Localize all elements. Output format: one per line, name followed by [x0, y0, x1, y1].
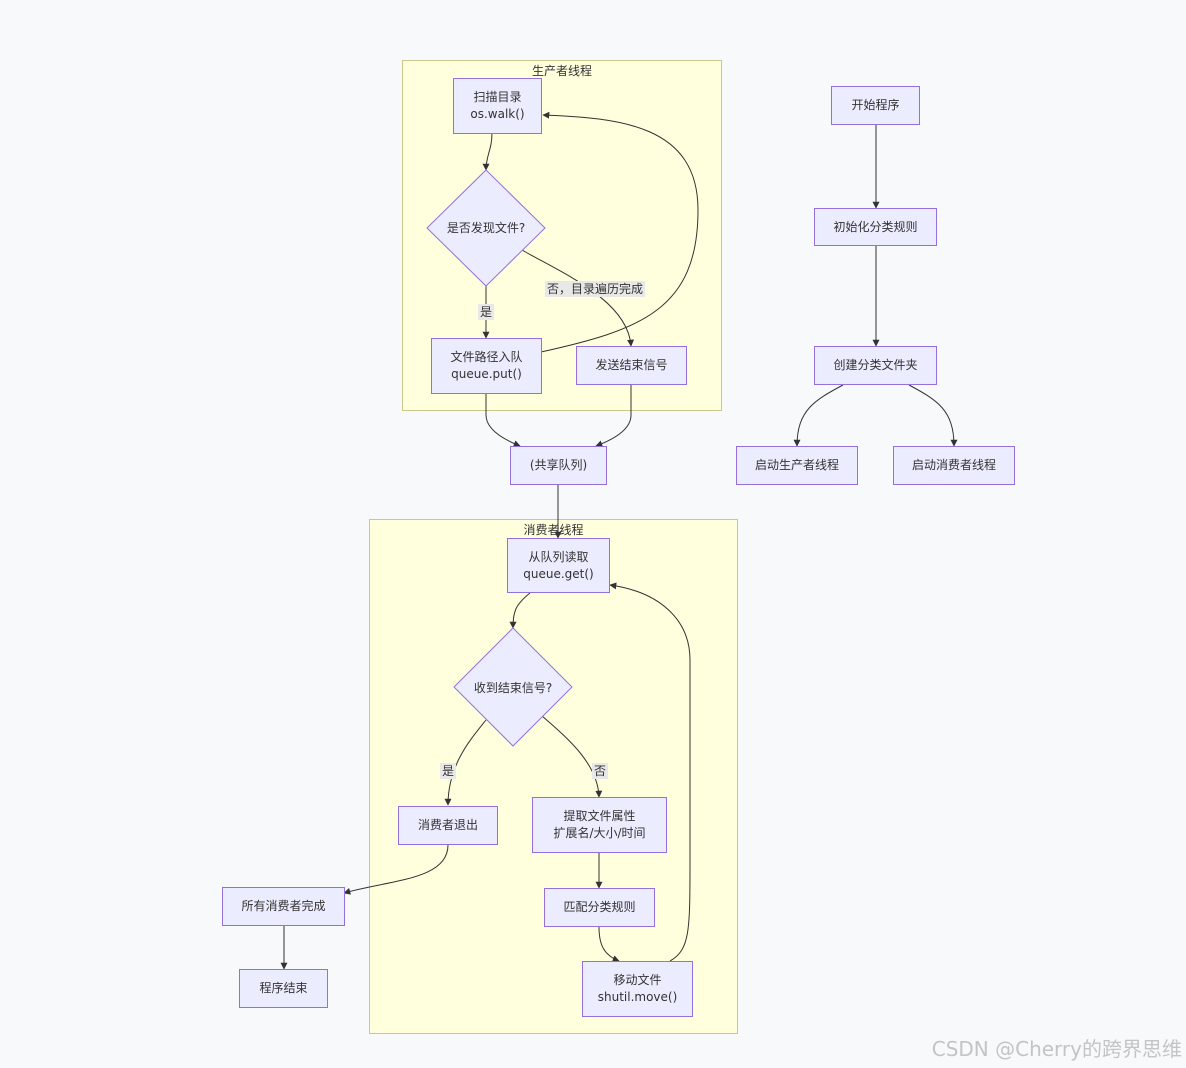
enqueue-line1: 文件路径入队: [450, 350, 523, 364]
all-done-label: 所有消费者完成: [241, 899, 326, 913]
scan-line2: os.walk(): [470, 107, 525, 121]
program-end-node: 程序结束: [239, 969, 328, 1008]
shared-queue-node: (共享队列): [510, 446, 607, 485]
producer-no-label: 否，目录遍历完成: [545, 281, 646, 297]
start-consumer-node: 启动消费者线程: [893, 446, 1015, 485]
match-rules-node: 匹配分类规则: [544, 888, 655, 927]
match-label: 匹配分类规则: [563, 900, 636, 914]
edge-enqueue-loop: [540, 111, 699, 353]
send-end-signal-node: 发送结束信号: [576, 346, 687, 385]
found-file-question: 是否发现文件?: [446, 221, 526, 235]
edge-read-check: [509, 592, 531, 629]
csdn-watermark: CSDN @Cherry的跨界思维: [931, 1037, 1182, 1061]
move-line1: 移动文件: [613, 973, 662, 987]
read-line1: 从队列读取: [528, 549, 589, 564]
consumer-yes-label: 是: [440, 763, 457, 779]
edge-check-yes: [444, 719, 487, 806]
producer-yes-label: 是: [478, 304, 495, 320]
end-signal-question: 收到结束信号?: [473, 681, 553, 695]
edge-move-loop: [609, 582, 691, 962]
edge-create-consumer: [908, 384, 958, 447]
read-queue-node: 从队列读取 queue.get(): [507, 538, 610, 593]
enqueue-line2: queue.put(): [451, 367, 522, 381]
create-folders-label: 创建分类文件夹: [833, 358, 918, 372]
extract-attributes-node: 提取文件属性 扩展名/大小/时间: [532, 797, 667, 853]
read-line2: queue.get(): [523, 566, 594, 581]
consumer-cluster: 消费者线程: [369, 519, 738, 1034]
edge-create-producer: [793, 384, 844, 447]
all-consumers-done-node: 所有消费者完成: [222, 887, 345, 926]
consumer-cluster-title: 消费者线程: [523, 523, 584, 537]
consumer-exit-label: 消费者退出: [417, 818, 478, 832]
program-end-label: 程序结束: [259, 981, 308, 995]
shared-queue-label: (共享队列): [529, 458, 588, 472]
move-file-node: 移动文件 shutil.move(): [582, 961, 693, 1017]
end-signal-diamond: [453, 627, 573, 747]
consumer-exit-node: 消费者退出: [398, 806, 498, 845]
edge-enqueue-queue: [485, 394, 521, 447]
send-end-label: 发送结束信号: [595, 358, 668, 372]
extract-line1: 提取文件属性: [563, 809, 636, 823]
init-rules-node: 初始化分类规则: [814, 208, 937, 246]
edge-scan-to-found: [482, 132, 493, 171]
found-diamond: [426, 169, 546, 287]
start-label: 开始程序: [851, 98, 900, 112]
scan-directory-node: 扫描目录 os.walk(): [453, 78, 542, 134]
consumer-no-label: 否: [592, 763, 609, 779]
start-producer-label: 启动生产者线程: [754, 458, 839, 472]
producer-cluster-title: 生产者线程: [531, 64, 592, 78]
move-line2: shutil.move(): [597, 990, 678, 1004]
create-folders-node: 创建分类文件夹: [814, 346, 937, 385]
start-producer-node: 启动生产者线程: [736, 446, 858, 485]
enqueue-node: 文件路径入队 queue.put(): [431, 338, 542, 394]
edge-end-queue: [595, 385, 632, 448]
extract-line2: 扩展名/大小/时间: [553, 826, 646, 840]
start-program-node: 开始程序: [831, 86, 920, 125]
edge-exit-done: [343, 844, 449, 895]
edge-match-move: [598, 926, 620, 962]
init-rules-label: 初始化分类规则: [833, 219, 918, 234]
scan-line1: 扫描目录: [473, 90, 522, 104]
edge-check-no: [541, 715, 603, 798]
start-consumer-label: 启动消费者线程: [911, 458, 996, 472]
